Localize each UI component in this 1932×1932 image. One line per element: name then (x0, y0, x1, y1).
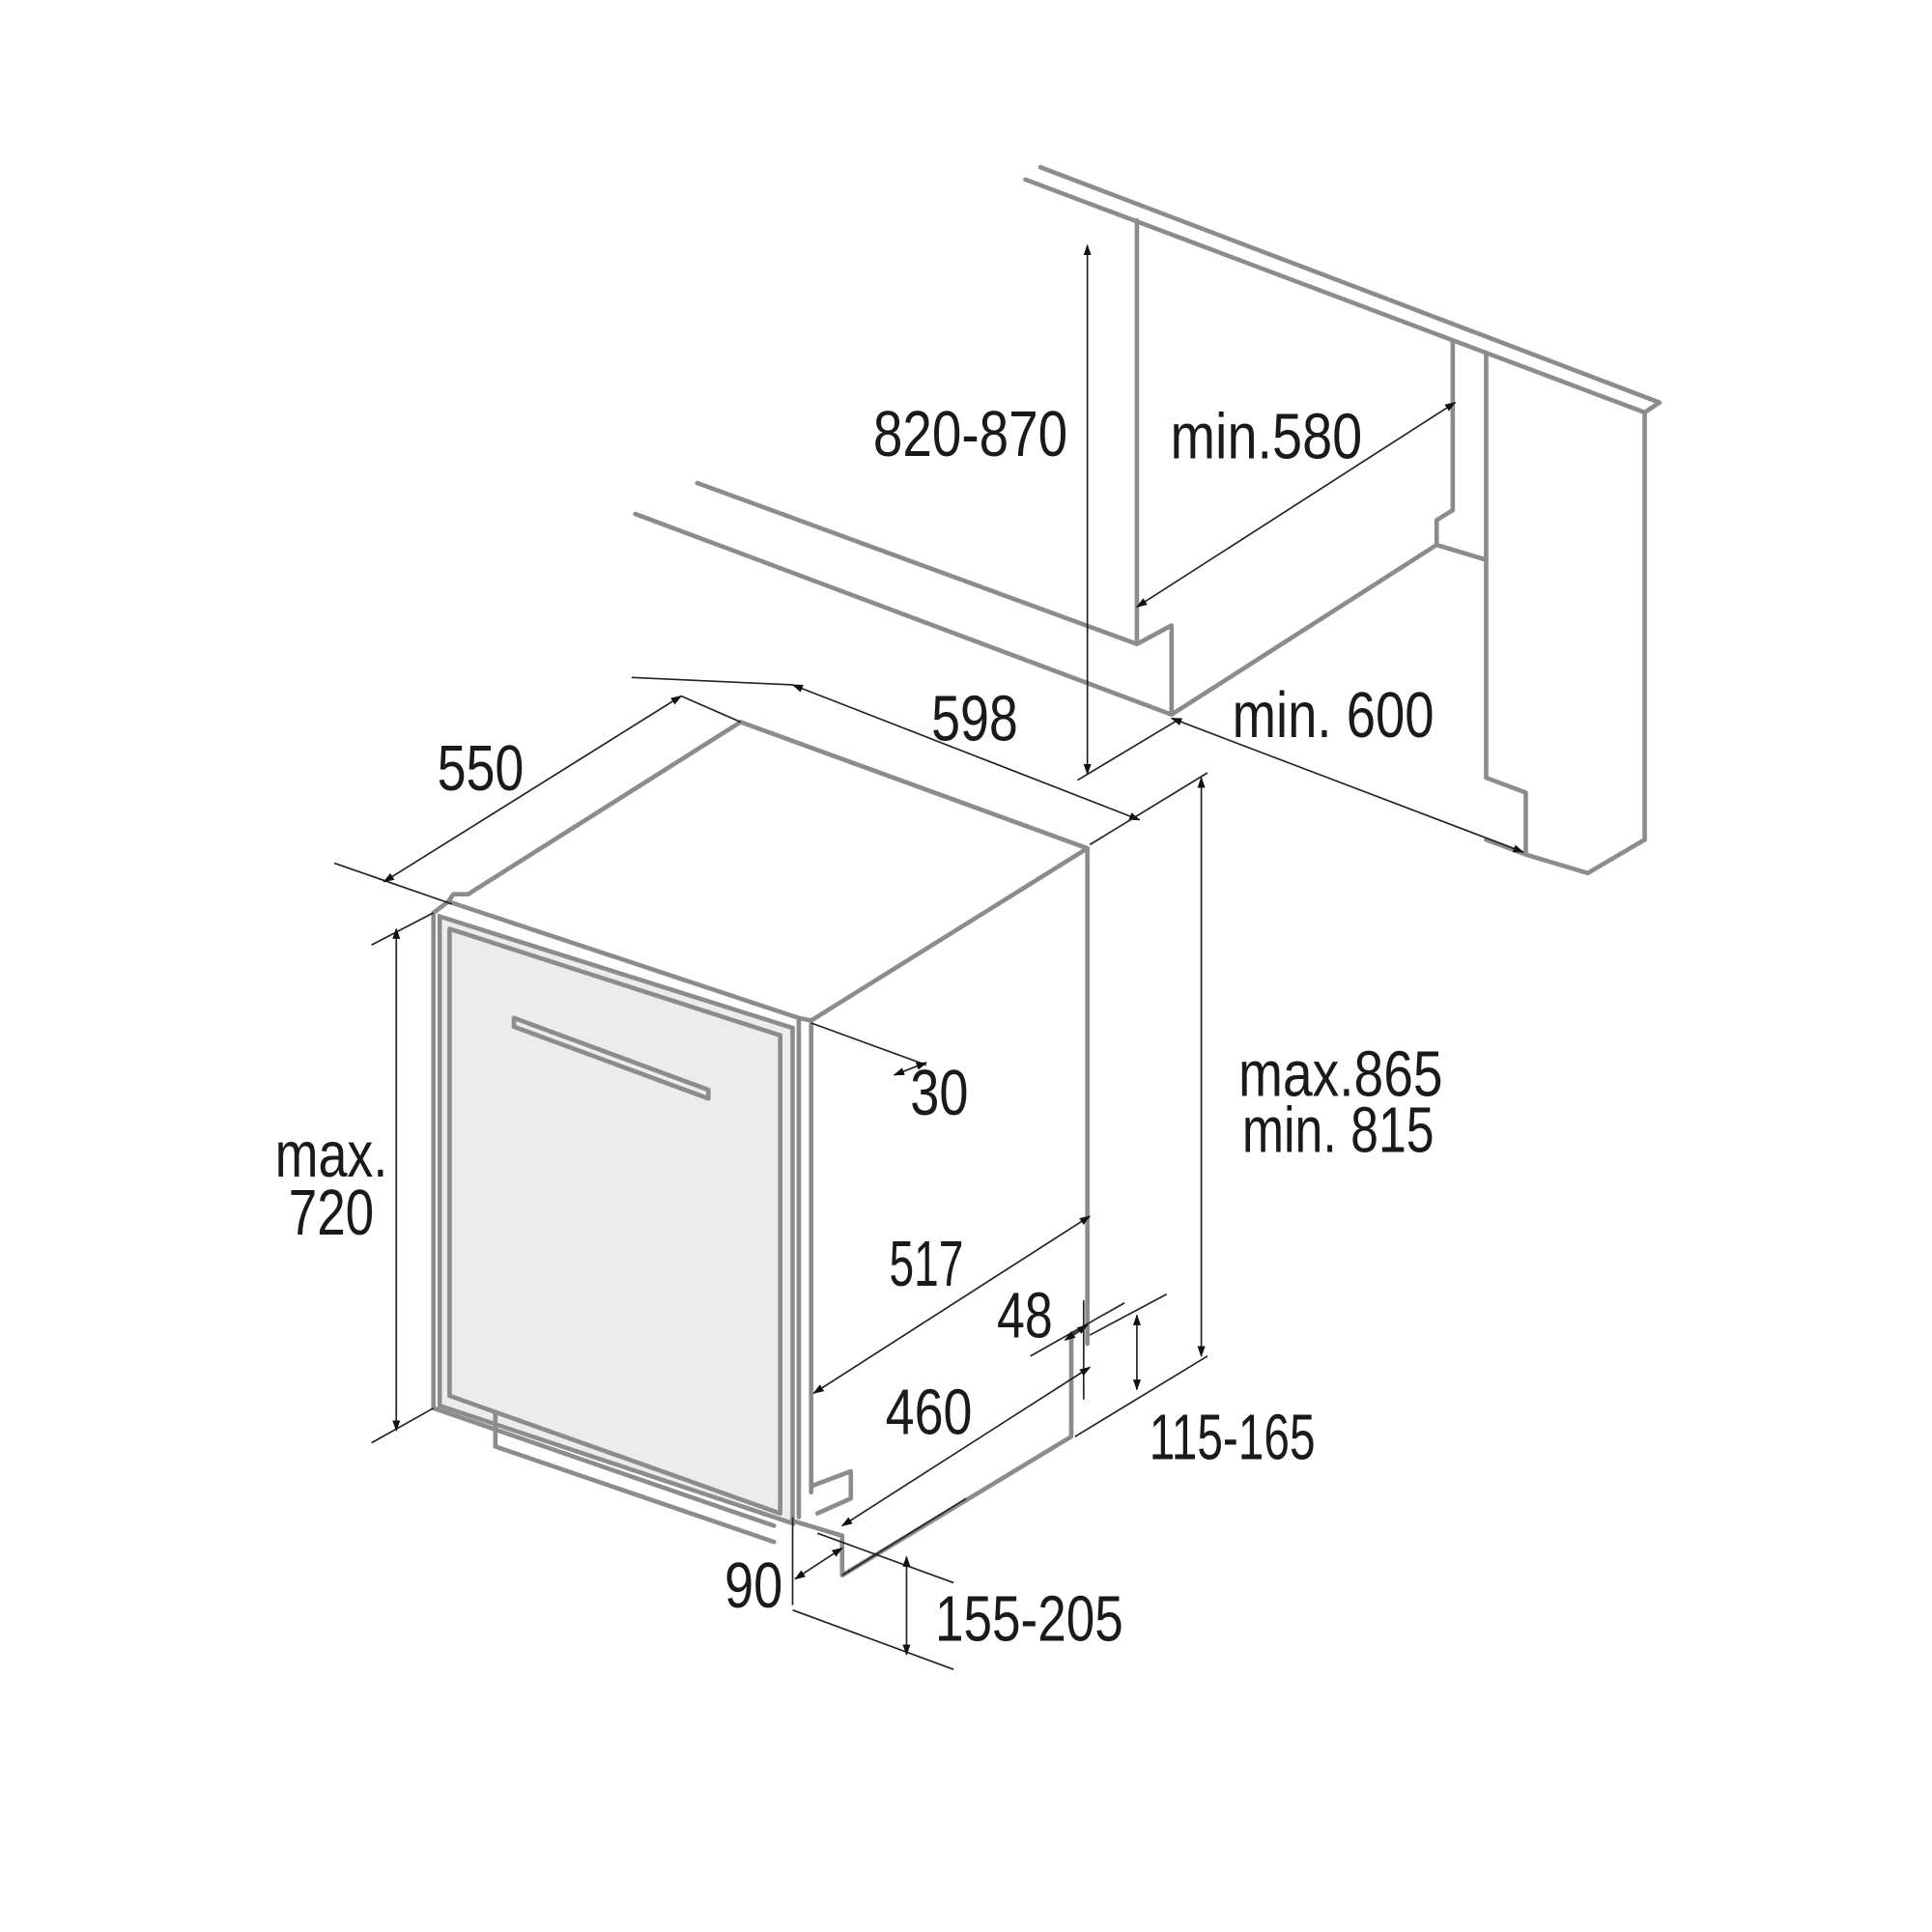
label-460: 460 (886, 1378, 973, 1449)
dishwasher (431, 720, 1090, 1578)
ext-550b (680, 695, 742, 724)
dim-598 (791, 684, 1141, 821)
dim-517 (812, 1215, 1092, 1395)
dim-min-600 (1170, 717, 1525, 853)
label-height-max: max.865 (1238, 1039, 1443, 1111)
ext-155-top (816, 1532, 954, 1584)
ext-600 (1076, 720, 1178, 781)
label-517: 517 (890, 1229, 964, 1300)
side-cabinet-panel (1484, 351, 1647, 876)
door-top-edges (431, 892, 814, 1528)
label-door-thickness: 30 (910, 1058, 968, 1129)
door-inner-frame (447, 926, 782, 1516)
label-height-min: min. 815 (1242, 1094, 1435, 1166)
ext-115-bottom (1074, 1355, 1208, 1437)
ext-155-c (841, 1497, 967, 1577)
ext-115-top (1089, 1293, 1168, 1336)
label-niche-width: min. 600 (1233, 680, 1435, 752)
door-panel (437, 913, 795, 1527)
label-counter-height: 820-870 (873, 399, 1067, 470)
right-side (790, 845, 1090, 1578)
floor-edges (633, 480, 1175, 718)
label-door-height-a: max. (275, 1120, 388, 1191)
dim-30 (893, 1062, 928, 1076)
plinth (493, 1409, 777, 1545)
kitchen-niche (633, 164, 1662, 876)
label-48: 48 (997, 1281, 1053, 1352)
label-plinth-range: 155-205 (935, 1584, 1123, 1656)
label-niche-depth: min.580 (1171, 401, 1363, 472)
dim-460 (840, 1366, 1092, 1527)
dim-90 (794, 1547, 843, 1580)
countertop (1023, 164, 1662, 842)
door-handle (511, 1015, 711, 1101)
ext-550 (333, 862, 453, 905)
label-width: 598 (931, 684, 1018, 755)
dim-min-580 (1135, 401, 1457, 608)
ext-598b (1089, 772, 1208, 846)
ext-598 (631, 676, 793, 686)
ext-155-bottom (792, 1608, 954, 1670)
door-side-strip (796, 1015, 814, 1520)
dimension-labels: 820-870 min.580 598 min. 600 550 max. 72… (275, 399, 1443, 1656)
label-depth: 550 (438, 733, 525, 805)
label-plinth-gap: 90 (724, 1550, 782, 1622)
dimension-lines (333, 243, 1525, 1670)
label-door-height-b: 720 (289, 1178, 374, 1249)
ext-30 (810, 1022, 927, 1066)
foot (809, 1468, 854, 1516)
label-plinth-height: 115-165 (1150, 1402, 1316, 1473)
dim-550 (383, 695, 683, 883)
ext-720-bottom (371, 1406, 435, 1444)
ext-720-top (371, 912, 435, 946)
